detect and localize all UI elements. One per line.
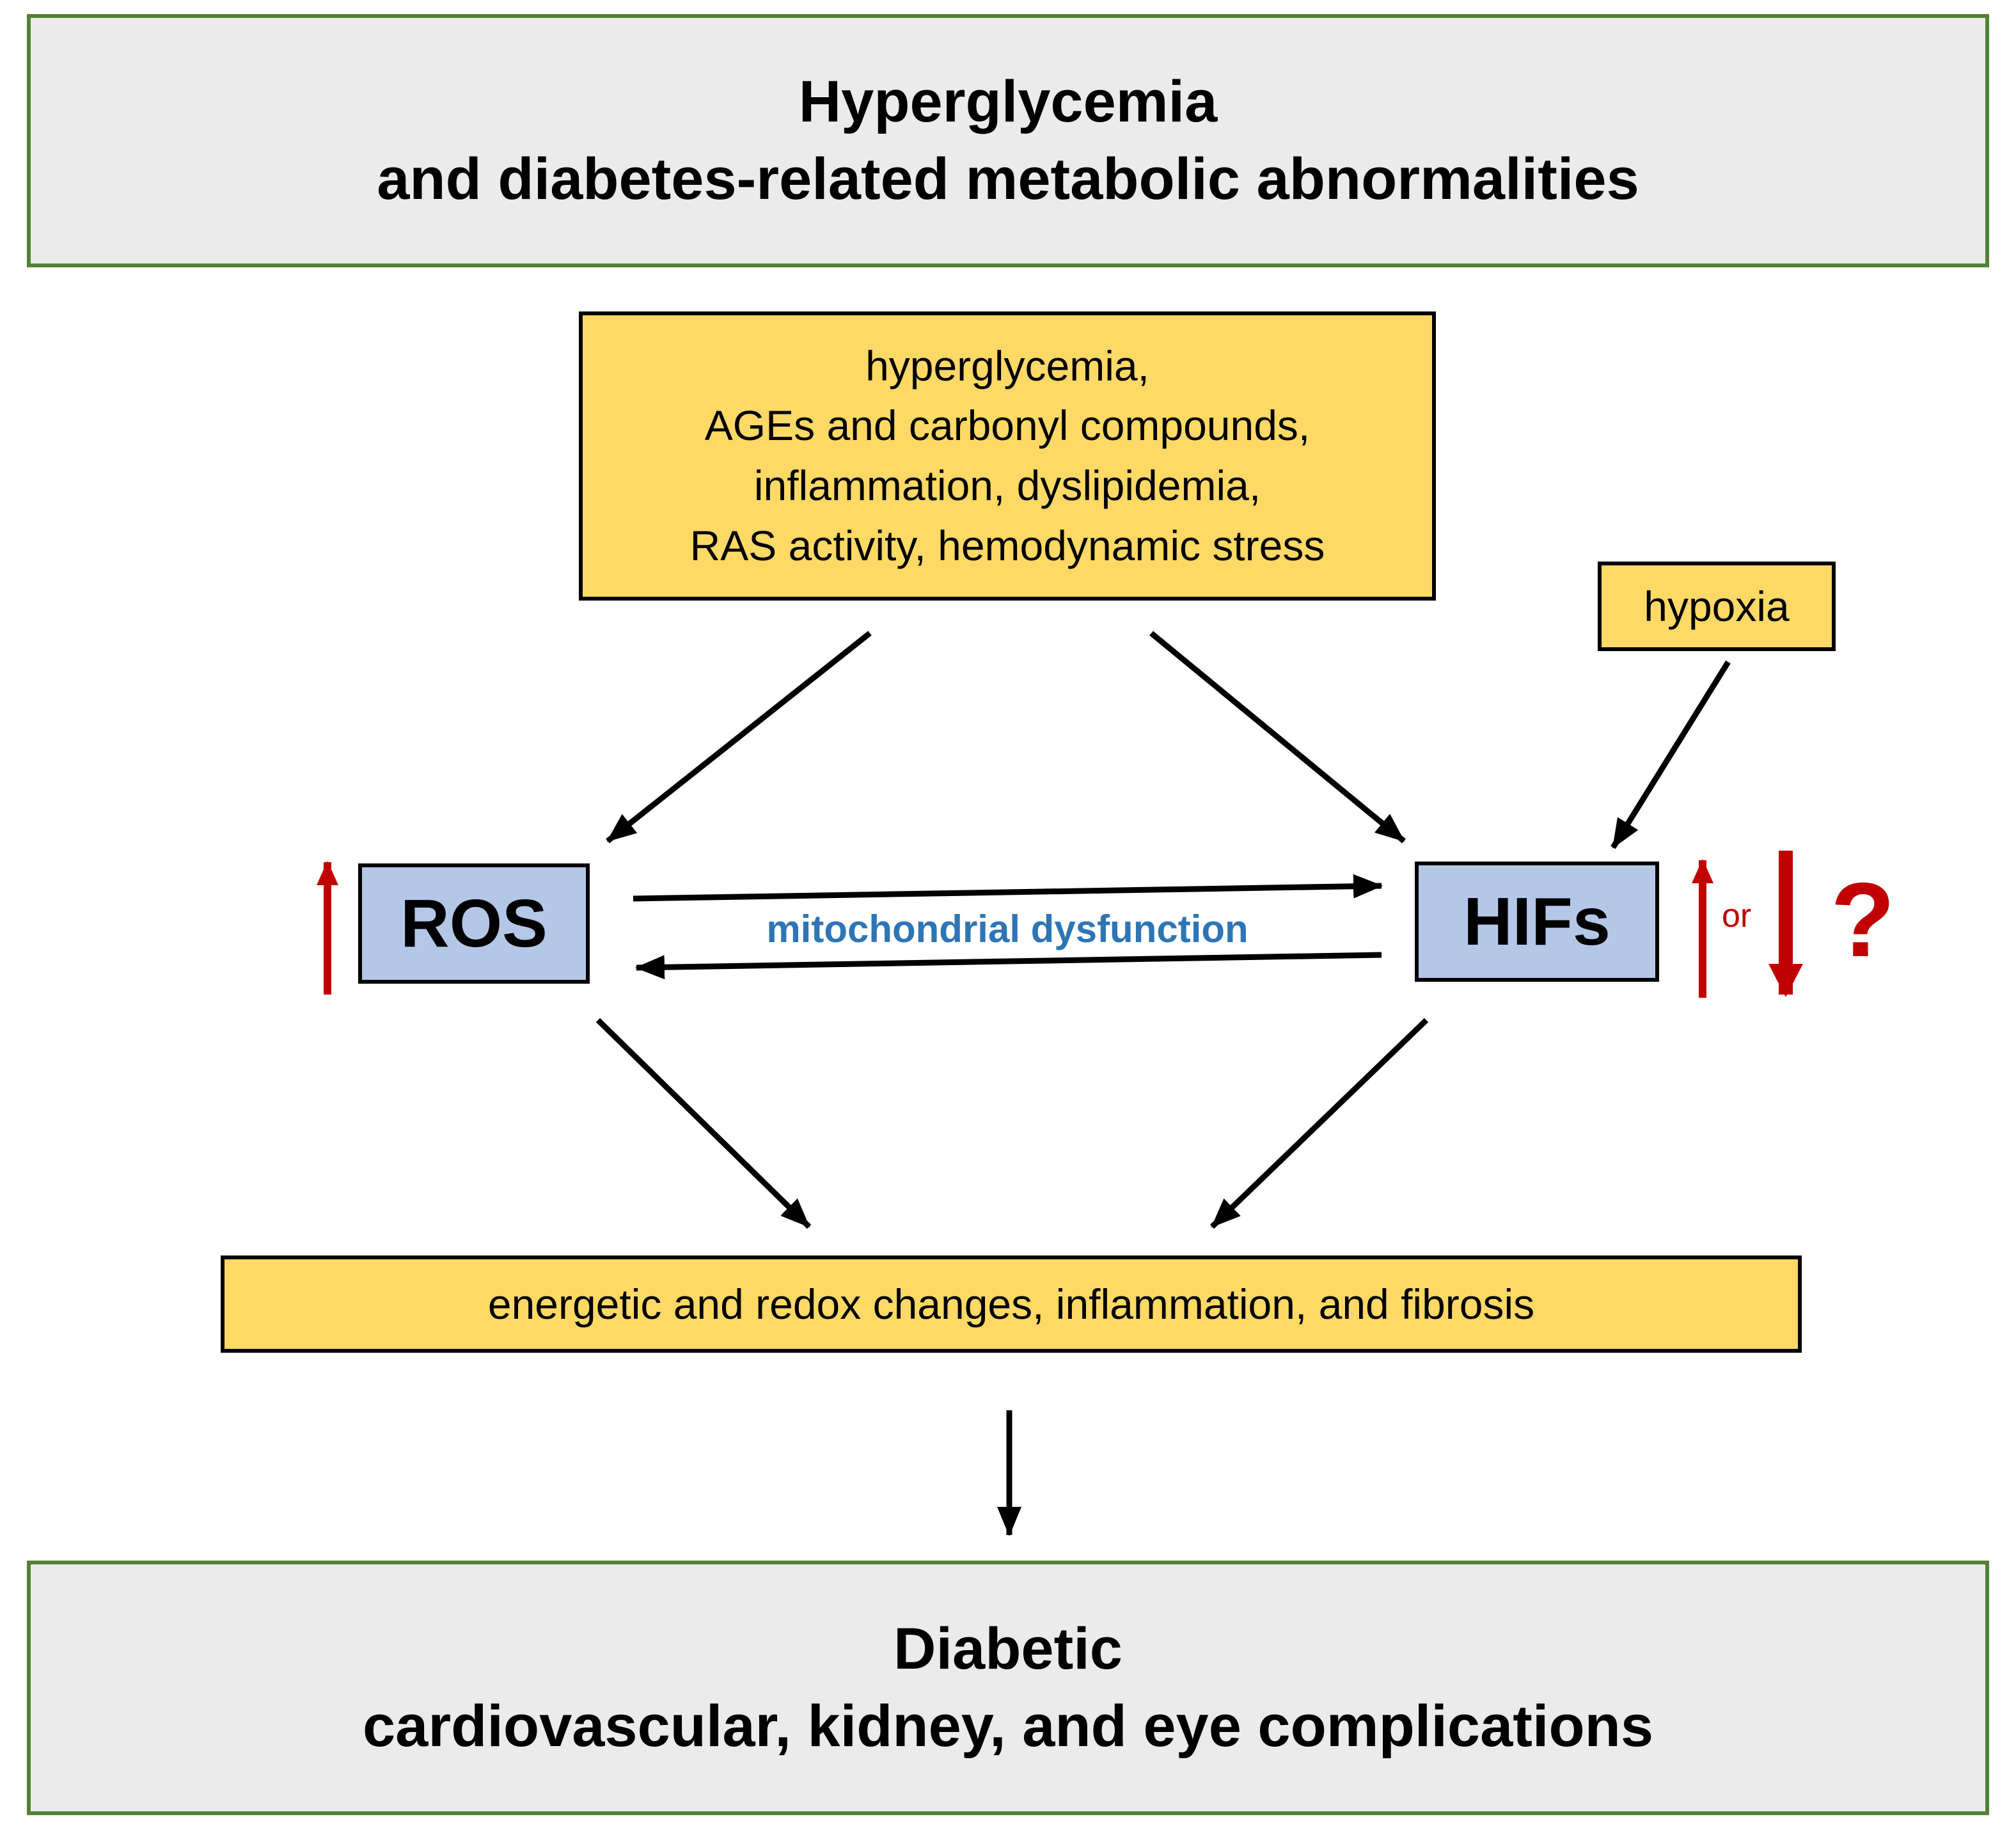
hifs-label: HIFs (1463, 883, 1610, 959)
arrow-causes-to-ros (606, 631, 872, 844)
hypoxia-box: hypoxia (1598, 562, 1836, 651)
causes-line: inflammation, dyslipidemia, (753, 462, 1261, 509)
causes-line: hyperglycemia, (865, 342, 1149, 390)
mitochondrial-dysfunction-label: mitochondrial dysfunction (766, 908, 1248, 950)
uncertainty-question-mark: ? (1831, 861, 1895, 979)
arrow-ros-to-hifs (633, 874, 1383, 902)
arrow-ros-to-outcome (595, 1018, 812, 1229)
causes-line: RAS activity, hemodynamic stress (689, 521, 1325, 569)
complications-box: Diabetic cardiovascular, kidney, and eye… (27, 1561, 1989, 1815)
ros-label: ROS (400, 885, 547, 961)
header-title-line1: Hyperglycemia (798, 68, 1218, 134)
or-label: or (1722, 897, 1752, 934)
hifs-node: HIFs (1415, 862, 1659, 982)
complications-line1: Diabetic (894, 1616, 1122, 1681)
hypoxia-label: hypoxia (1644, 583, 1790, 630)
header-title-line2: and diabetes-related metabolic abnormali… (377, 146, 1639, 212)
arrow-hypoxia-to-hifs (1610, 660, 1731, 849)
arrow-hifs-to-outcome (1209, 1018, 1429, 1229)
ros-node: ROS (358, 863, 590, 984)
metabolic-causes-box: hyperglycemia, AGEs and carbonyl compoun… (579, 311, 1436, 601)
arrow-causes-to-hifs (1149, 631, 1406, 844)
arrow-hifs-to-ros (635, 952, 1382, 980)
complications-line2: cardiovascular, kidney, and eye complica… (362, 1694, 1654, 1759)
header-box: Hyperglycemia and diabetes-related metab… (27, 14, 1989, 267)
outcome-label: energetic and redox changes, inflammatio… (487, 1280, 1535, 1328)
causes-line: AGEs and carbonyl compounds, (704, 402, 1311, 450)
outcome-box: energetic and redox changes, inflammatio… (221, 1256, 1802, 1353)
